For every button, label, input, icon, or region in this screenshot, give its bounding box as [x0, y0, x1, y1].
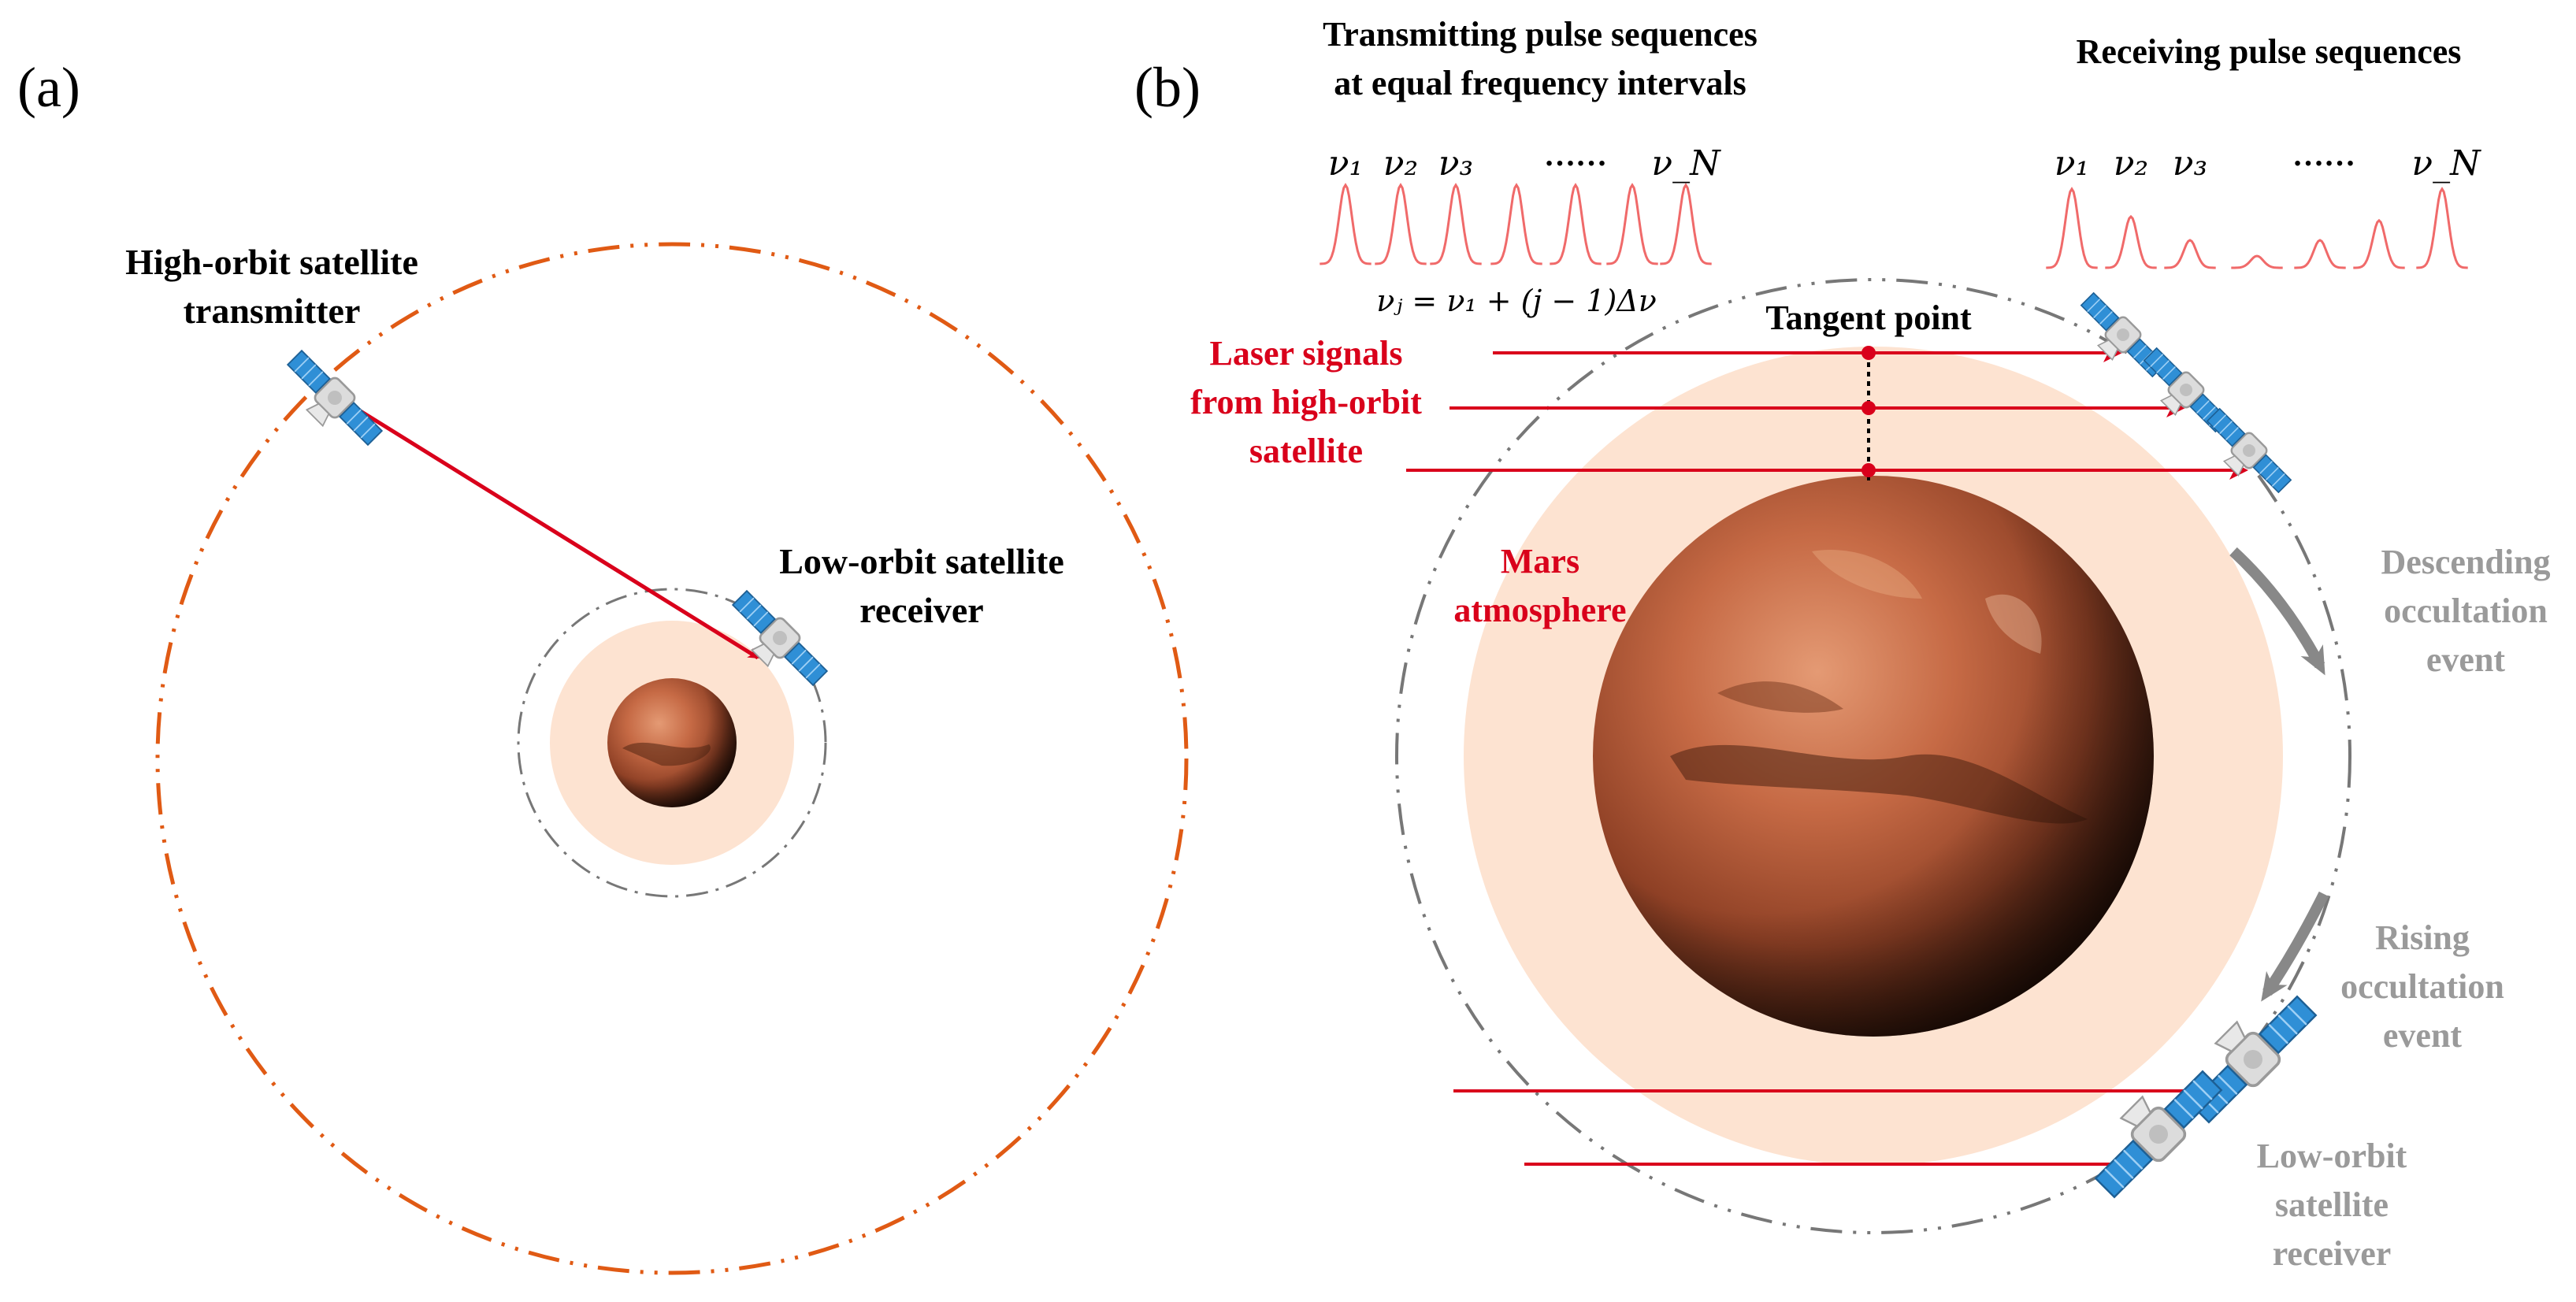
receiver-label-b-line3: receiver: [2273, 1234, 2392, 1273]
panel-b: (b) Transmitting pulse sequences at equa…: [1134, 15, 2551, 1273]
rising-label-line1: Rising: [2375, 918, 2470, 957]
low-orbit-satellite-icon-1: [2069, 289, 2169, 388]
rx-nu3: ν₃: [2173, 143, 2207, 184]
atmosphere-label-line2: atmosphere: [1453, 591, 1626, 629]
tx-nu1: ν₁: [1328, 143, 1363, 184]
high-orbit-satellite-icon: [275, 347, 386, 458]
receive-pulse-2: [2105, 217, 2156, 268]
receive-title: Receiving pulse sequences: [2077, 32, 2462, 71]
mars-planet-small: [607, 678, 737, 807]
receive-pulse-6: [2353, 221, 2404, 268]
tangent-point-label: Tangent point: [1765, 299, 1972, 337]
transmit-pulse-7: [1660, 185, 1711, 264]
tangent-point-2: [1861, 401, 1876, 415]
transmit-pulse-2: [1375, 185, 1426, 264]
transmit-pulse-4: [1490, 185, 1542, 264]
transmit-title-line1: Transmitting pulse sequences: [1323, 15, 1758, 54]
rising-label-line3: event: [2383, 1016, 2463, 1055]
transmit-pulse-5: [1550, 185, 1601, 264]
transmitter-label-line2: transmitter: [184, 291, 361, 331]
rx-nu2: ν₂: [2114, 143, 2148, 184]
receive-pulse-5: [2294, 240, 2345, 268]
tx-dots: ……: [1544, 137, 1607, 172]
receive-pulse-3: [2164, 240, 2215, 268]
tx-nu3: ν₃: [1438, 143, 1473, 184]
transmit-pulse-1: [1320, 185, 1371, 264]
receiver-label-line2: receiver: [859, 590, 983, 630]
descending-label-line3: event: [2426, 640, 2506, 679]
rx-dots: ……: [2292, 137, 2355, 172]
descending-label-line2: occultation: [2384, 592, 2548, 630]
tangent-point-1: [1861, 346, 1876, 360]
transmit-pulses: [1320, 185, 1711, 264]
receive-pulse-7: [2416, 189, 2467, 268]
mars-planet-large: [1593, 476, 2154, 1037]
transmit-title-line2: at equal frequency intervals: [1334, 64, 1746, 102]
receive-pulse-4: [2231, 256, 2282, 268]
frequency-formula: νⱼ = ν₁ + (j − 1)Δν: [1376, 284, 1657, 318]
tx-nuN: ν_N: [1651, 143, 1721, 184]
receiver-label-b-line2: satellite: [2275, 1185, 2389, 1224]
laser-label-line1: Laser signals: [1210, 334, 1403, 373]
tx-nu2: ν₂: [1383, 143, 1418, 184]
transmitter-label-line1: High-orbit satellite: [125, 242, 418, 282]
descending-label-line1: Descending: [2381, 543, 2550, 581]
rx-nu1: ν₁: [2054, 143, 2089, 184]
panel-a-label: (a): [17, 56, 80, 119]
receiver-label-line1: Low-orbit satellite: [779, 541, 1064, 581]
panel-a: (a) High-orbit satellite transmitter Low…: [17, 56, 1186, 1273]
transmit-pulse-3: [1430, 185, 1481, 264]
panel-b-label: (b): [1134, 56, 1201, 119]
receive-pulses: [2046, 189, 2467, 268]
rising-label-line2: occultation: [2340, 967, 2504, 1006]
receive-pulse-1: [2046, 189, 2097, 268]
tangent-point-3: [1861, 463, 1876, 477]
transmit-pulse-6: [1606, 185, 1657, 264]
atmosphere-label-line1: Mars: [1501, 542, 1579, 581]
rx-nuN: ν_N: [2411, 143, 2481, 184]
laser-link-a: [353, 406, 758, 658]
laser-label-line3: satellite: [1249, 432, 1363, 470]
laser-label-line2: from high-orbit: [1190, 383, 1422, 421]
low-orbit-satellite-icon-3: [2196, 405, 2295, 504]
receiver-label-b-line1: Low-orbit: [2257, 1137, 2407, 1175]
